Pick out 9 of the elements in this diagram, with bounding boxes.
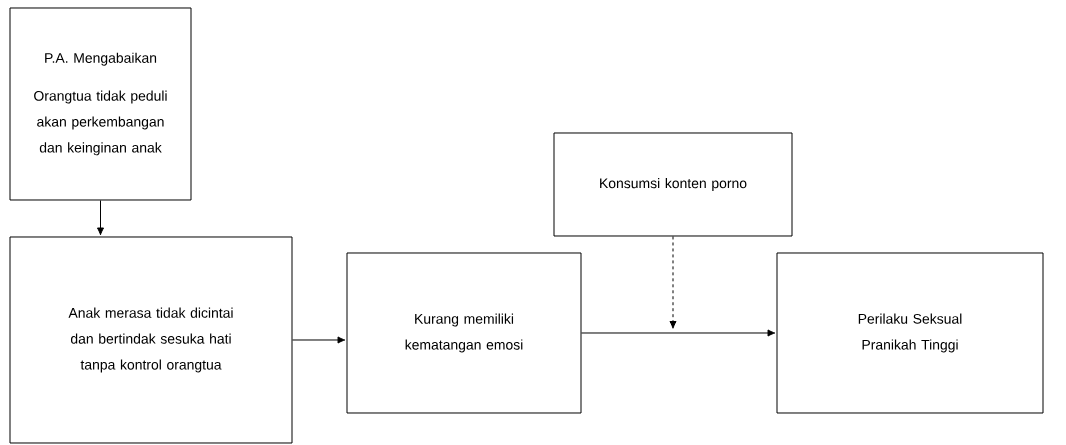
arrow <box>581 329 776 337</box>
arrow <box>292 336 346 344</box>
process-box: P.A. Mengabaikan Orangtua tidak peduli akan perkembangan dan keinginan anak <box>9 7 192 201</box>
process-box: Konsumsi konten porno <box>553 132 793 237</box>
process-box: Perilaku Seksual Pranikah Tinggi <box>776 252 1044 414</box>
arrow <box>97 200 105 236</box>
process-box: Kurang memiliki kematangan emosi <box>346 252 582 414</box>
arrow <box>669 236 677 329</box>
process-box: Anak merasa tidak dicintai dan bertindak sesuka hati tanpa kontrol orangtua <box>9 236 293 444</box>
